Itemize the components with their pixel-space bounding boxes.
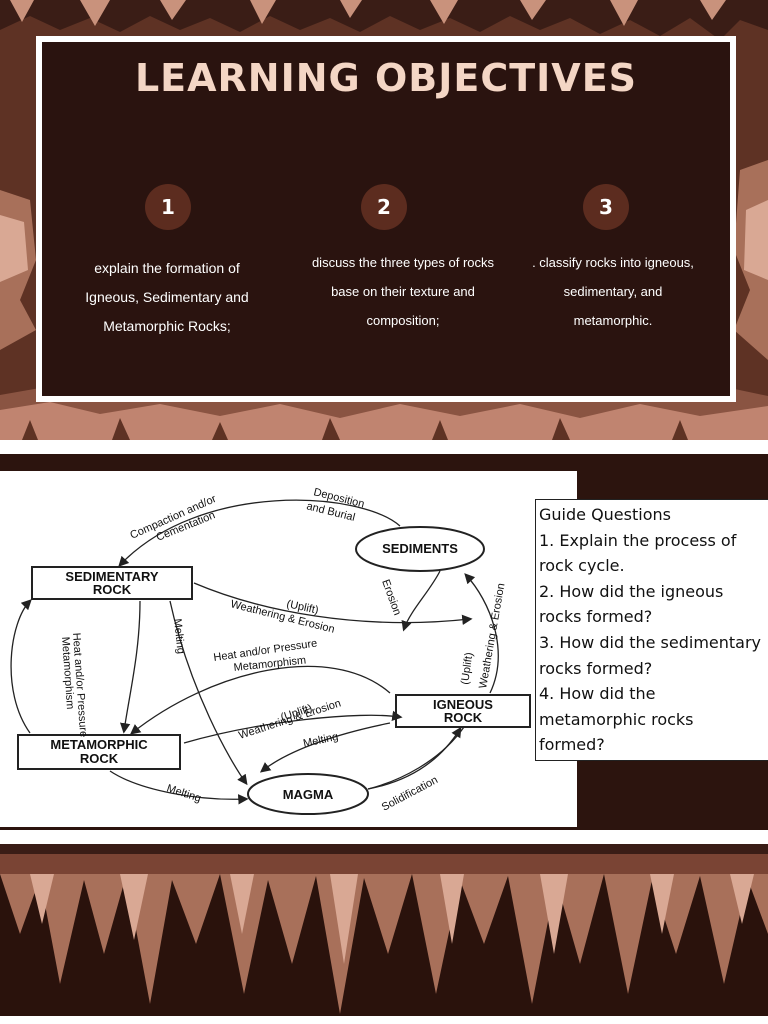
guide-line: rocks formed? — [539, 607, 653, 627]
node-sediments: SEDIMENTS — [355, 526, 485, 572]
rock-cycle-slide: SEDIMENTS SEDIMENTARY ROCK METAMORPHIC R… — [0, 454, 768, 830]
guide-title: Guide Questions — [539, 505, 671, 524]
edge-label-melting: Melting — [165, 782, 202, 804]
slide-separator — [0, 830, 768, 844]
edge-label-solidification: Solidification — [380, 774, 440, 814]
rock-cycle-diagram: SEDIMENTS SEDIMENTARY ROCK METAMORPHIC R… — [0, 471, 577, 827]
node-magma: MAGMA — [247, 773, 369, 815]
edge-label-metamorphism: Metamorphism — [59, 636, 76, 709]
guide-line: 1. Explain the process of — [539, 530, 737, 550]
objective-2-line: base on their texture and — [331, 284, 475, 299]
edge-label-melting: Melting — [302, 731, 339, 750]
objectives-panel: LEARNING OBJECTIVES 1 2 3 explain the fo… — [36, 36, 736, 402]
edge-label-weathering: Weathering & Erosion — [477, 582, 507, 689]
node-igneous-label: IGNEOUS — [433, 697, 493, 712]
guide-line: 4. How did the — [539, 684, 656, 704]
objective-3-text: . classify rocks into igneous, sedimenta… — [508, 248, 718, 335]
objective-3-number: 3 — [583, 184, 629, 230]
node-metamorphic-rock: METAMORPHIC ROCK — [17, 734, 181, 770]
edge-label-erosion: Erosion — [379, 578, 403, 617]
node-igneous-label: ROCK — [444, 710, 483, 725]
node-sedimentary-label: SEDIMENTARY — [65, 569, 159, 584]
edge-label-melting: Melting — [171, 618, 187, 655]
edge-label-uplift: (Uplift) — [459, 652, 475, 686]
objectives-slide: LEARNING OBJECTIVES 1 2 3 explain the fo… — [0, 0, 768, 440]
objective-3-line: metamorphic. — [573, 313, 653, 328]
rock-cycle-svg: SEDIMENTS SEDIMENTARY ROCK METAMORPHIC R… — [10, 486, 531, 815]
node-metamorphic-label: METAMORPHIC — [50, 737, 148, 752]
objectives-title: LEARNING OBJECTIVES — [134, 56, 638, 100]
node-magma-label: MAGMA — [283, 787, 334, 802]
objective-1-line: explain the formation of — [94, 260, 240, 276]
node-sediments-label: SEDIMENTS — [382, 541, 458, 556]
objective-1-line: Igneous, Sedimentary and — [85, 289, 249, 305]
objective-2-line: discuss the three types of rocks — [311, 255, 495, 270]
objective-1-number: 1 — [145, 184, 191, 230]
guide-line: 2. How did the igneous — [539, 581, 724, 601]
guide-questions-box: Guide Questions 1. Explain the process o… — [535, 499, 768, 761]
objective-1-line: Metamorphic Rocks; — [103, 318, 231, 334]
cave-background-bottom — [0, 844, 768, 1024]
objective-1-text: explain the formation of Igneous, Sedime… — [52, 254, 282, 341]
node-igneous-rock: IGNEOUS ROCK — [395, 694, 531, 728]
rock-cycle-arrows — [10, 499, 499, 805]
guide-line: metamorphic rocks — [539, 709, 694, 729]
objective-3-line: . classify rocks into igneous, — [532, 255, 694, 270]
objective-2-line: composition; — [366, 313, 440, 328]
guide-line: formed? — [539, 735, 605, 755]
node-metamorphic-label: ROCK — [80, 751, 119, 766]
slide-separator — [0, 440, 768, 454]
objective-3-line: sedimentary, and — [563, 284, 663, 299]
cave-slide — [0, 844, 768, 1024]
guide-line: rock cycle. — [539, 556, 625, 576]
guide-line: 3. How did the sedimentary — [539, 632, 762, 652]
objective-2-text: discuss the three types of rocks base on… — [288, 248, 518, 335]
node-sedimentary-label: ROCK — [93, 582, 132, 597]
guide-line: rocks formed? — [539, 658, 653, 678]
node-sedimentary-rock: SEDIMENTARY ROCK — [31, 566, 193, 600]
objective-2-number: 2 — [361, 184, 407, 230]
